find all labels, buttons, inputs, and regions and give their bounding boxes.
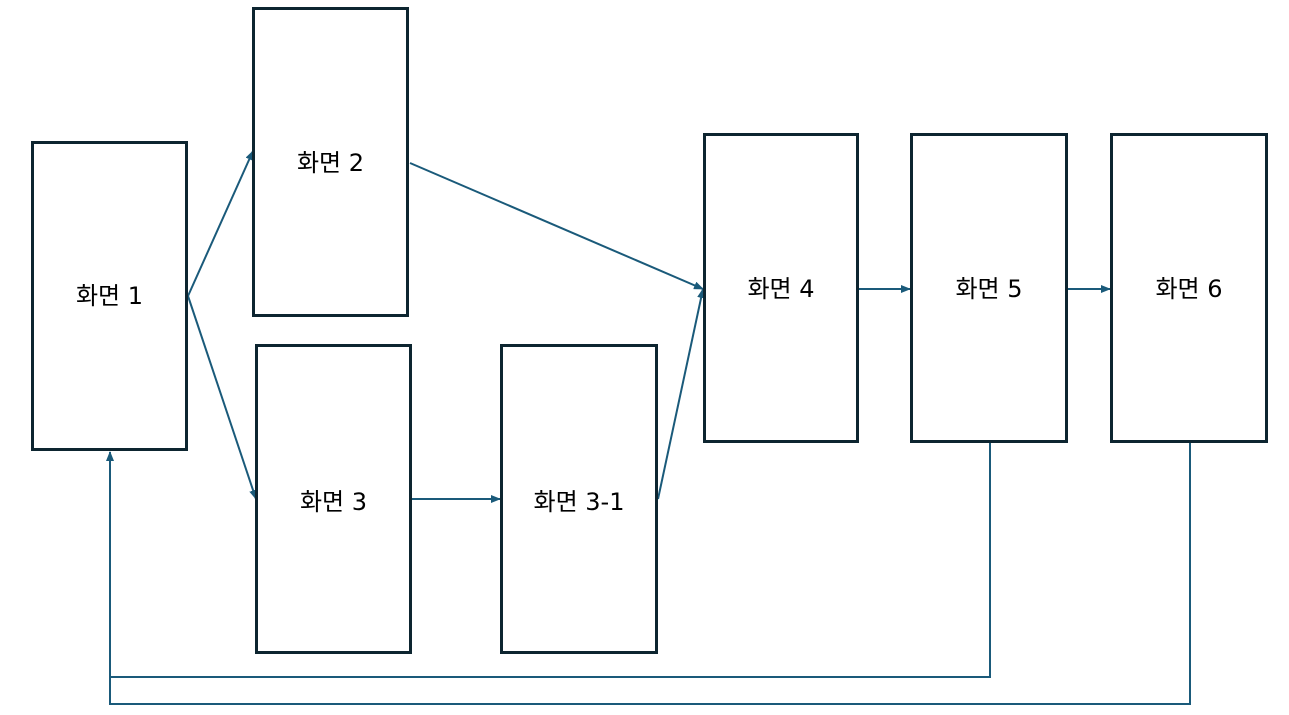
- screen-5-label: 화면 5: [955, 275, 1023, 303]
- screen-1-label: 화면 1: [75, 282, 144, 310]
- arrow-s3-1-to-s4: [657, 288, 706, 500]
- arrow-s2-to-s4: [409, 162, 704, 290]
- screen-5-box: 화면 5: [910, 133, 1068, 443]
- screen-3-label: 화면 3: [299, 488, 368, 516]
- screen-6-label: 화면 6: [1155, 275, 1223, 303]
- screen-3-1-label: 화면 3-1: [533, 488, 625, 516]
- screen-3-1-box: 화면 3-1: [500, 344, 658, 654]
- screen-3-box: 화면 3: [255, 344, 412, 654]
- screen-2-label: 화면 2: [296, 149, 365, 177]
- arrow-s1-to-s2: [187, 150, 254, 297]
- arrow-s6-to-s1: [106, 443, 1191, 705]
- screen-6-box: 화면 6: [1110, 133, 1268, 443]
- screen-2-box: 화면 2: [252, 7, 409, 317]
- arrow-s5-to-s1: [110, 443, 991, 678]
- screen-1-box: 화면 1: [31, 141, 188, 451]
- arrow-s1-to-s3: [187, 295, 257, 500]
- screen-4-box: 화면 4: [703, 133, 859, 443]
- screen-4-label: 화면 4: [747, 275, 815, 303]
